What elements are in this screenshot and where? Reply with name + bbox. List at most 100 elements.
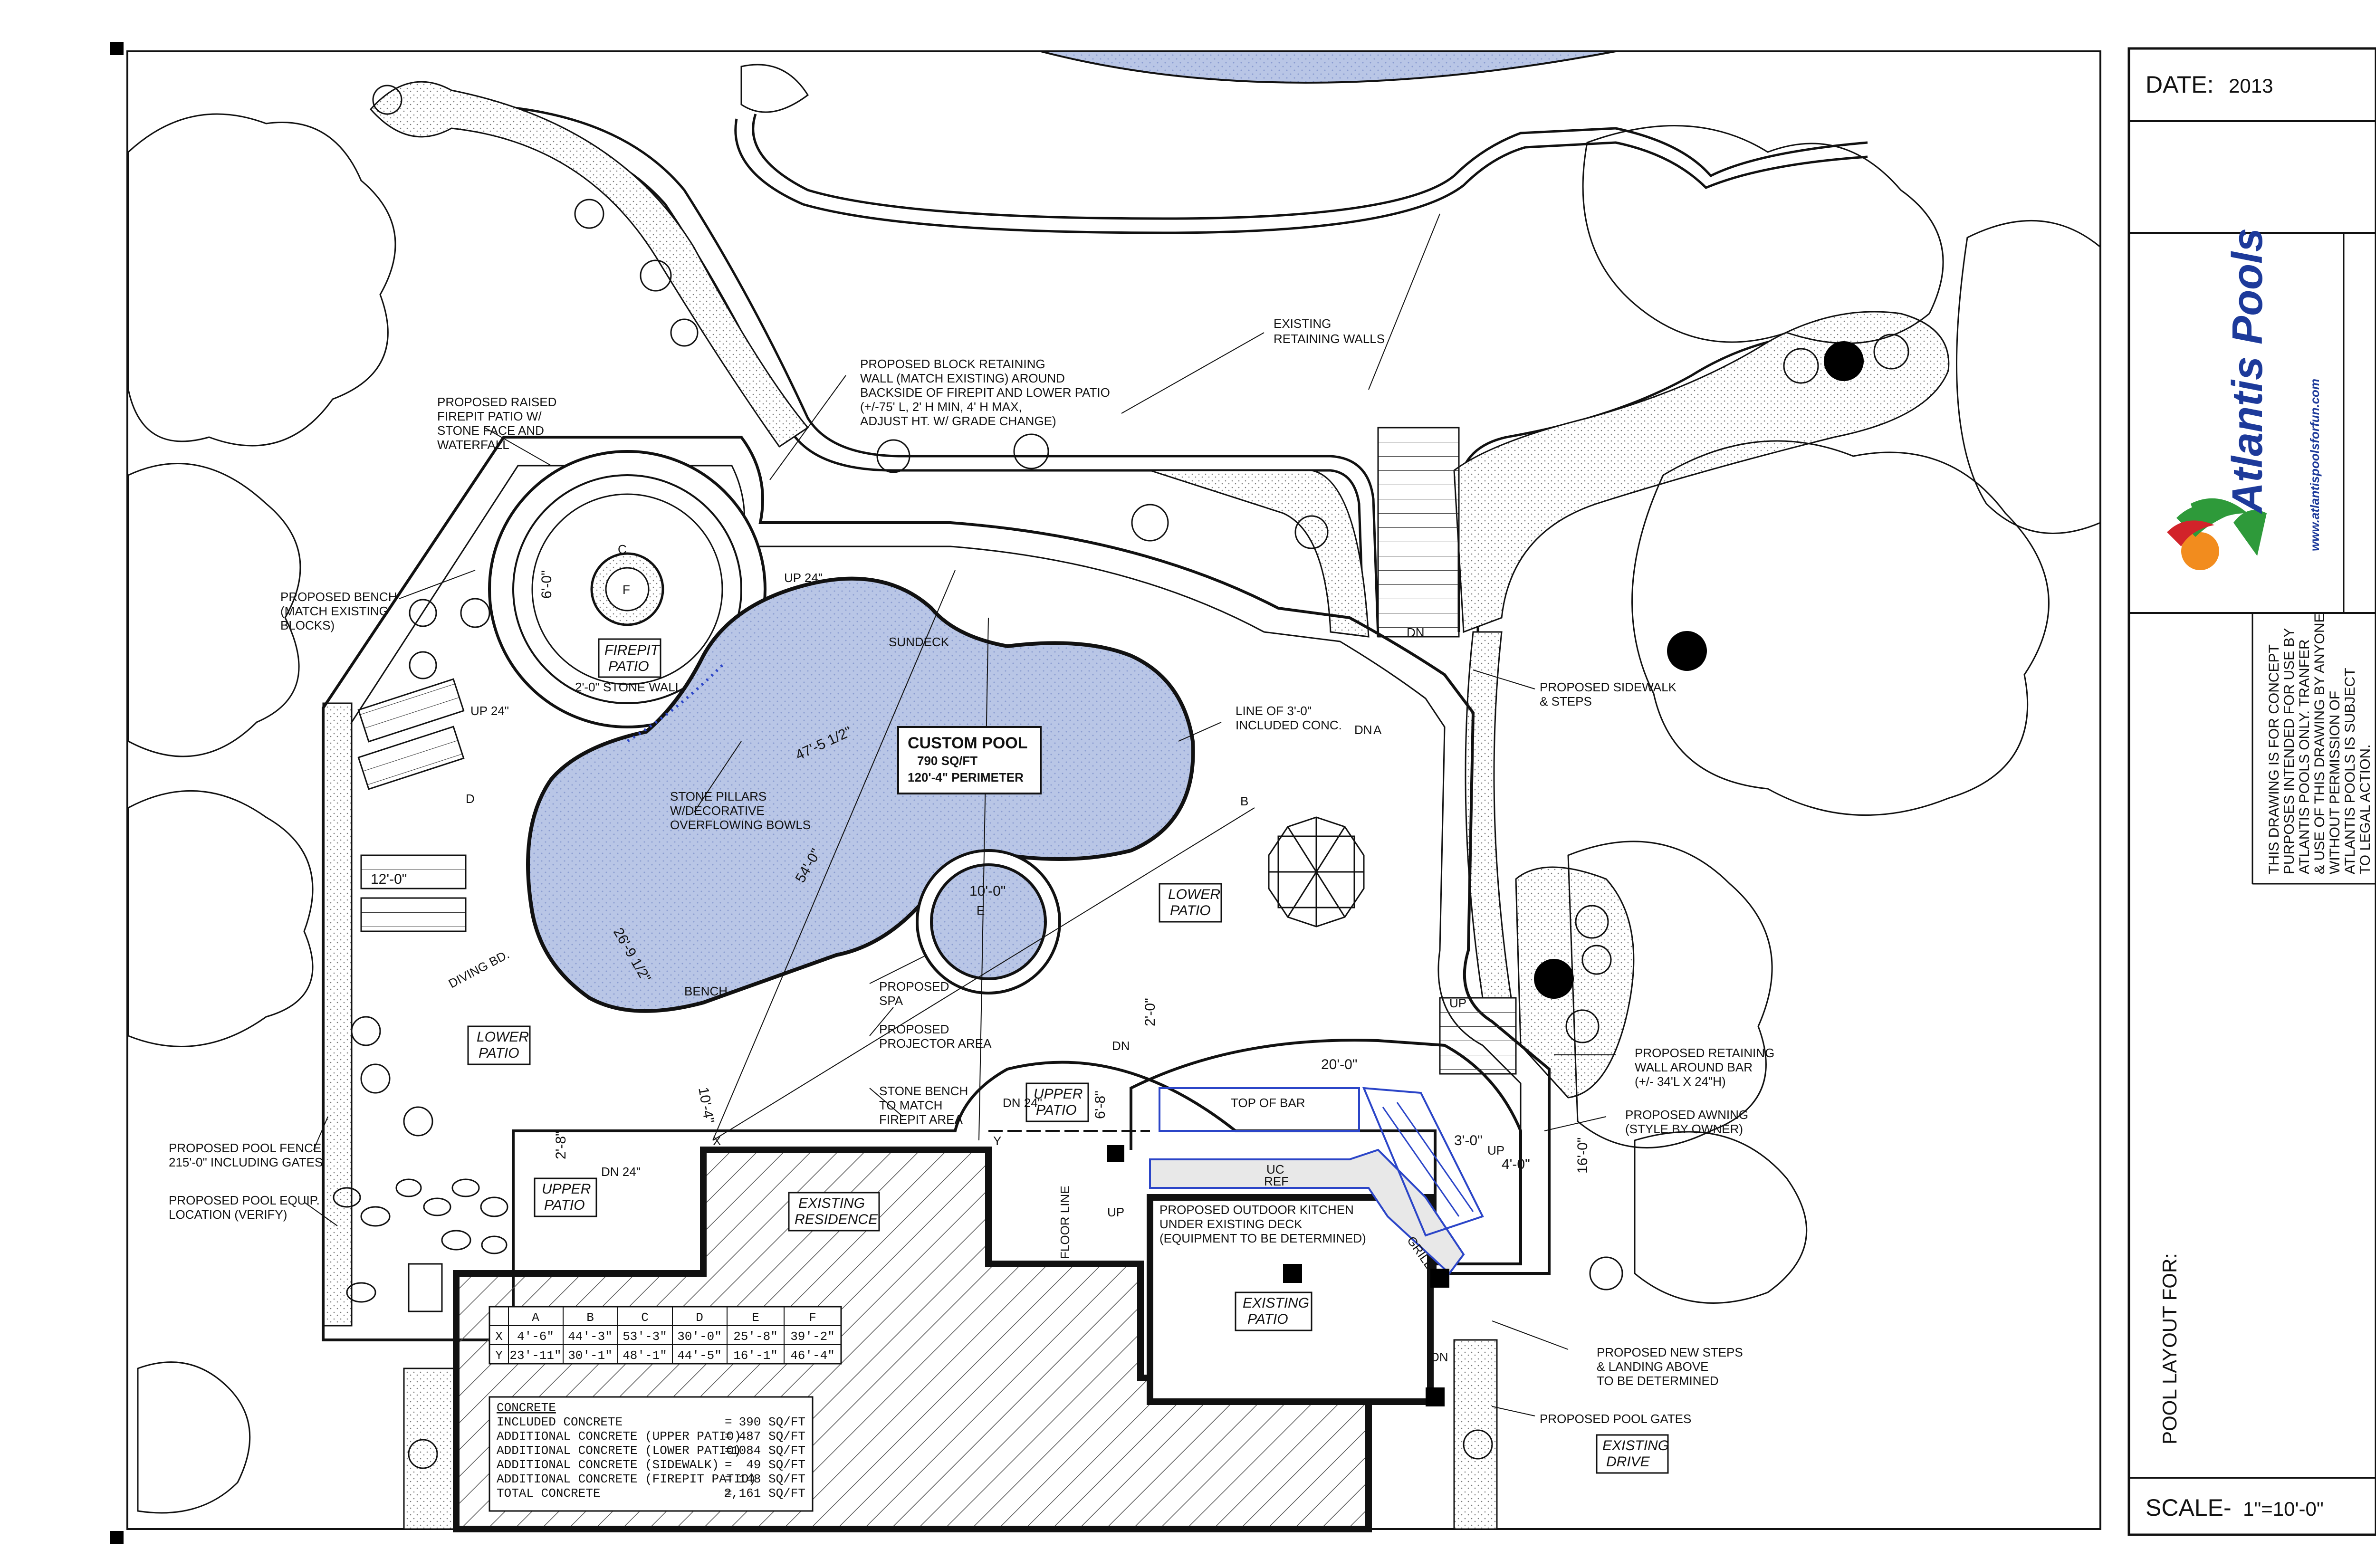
label-dn-a: DN: [1407, 625, 1425, 640]
offsets-cell: Y: [495, 1348, 503, 1363]
point-a: A: [1373, 723, 1382, 737]
svg-text:EXISTING: EXISTING: [1274, 316, 1331, 331]
callout-diving: DIVING BD.: [446, 947, 512, 991]
offsets-cell: X: [495, 1329, 503, 1344]
dim-spa: 10'-0": [969, 883, 1006, 899]
offsets-cell: 25'-8": [733, 1329, 778, 1344]
outdoor-kitchen: [1130, 1039, 1522, 1275]
existing-tree-markers: [1107, 341, 1864, 1406]
svg-text:PROPOSED AWNING: PROPOSED AWNING: [1625, 1108, 1748, 1122]
label-dn-b: DN: [1354, 723, 1372, 737]
svg-text:& STEPS: & STEPS: [1540, 694, 1592, 708]
pool-tanning-ledge: [626, 664, 724, 743]
svg-text:PROPOSED RAISED: PROPOSED RAISED: [437, 395, 556, 409]
label-dn24-a: DN 24": [1003, 1096, 1042, 1110]
title-block: [2127, 47, 2376, 1536]
offsets-cell: 46'-4": [790, 1348, 835, 1363]
label-up24-b: UP 24": [470, 704, 509, 718]
label-dn-c: DN: [1112, 1039, 1130, 1053]
concrete-row-equals: =: [725, 1458, 732, 1472]
svg-text:STONE PILLARS: STONE PILLARS: [670, 789, 766, 803]
callout-kitchen: PROPOSED OUTDOOR KITCHEN UNDER EXISTING …: [1159, 1203, 1366, 1245]
area-upper-patio-mid: UPPER PATIO: [1025, 1082, 1089, 1122]
company-logo: Atlantis Pools www.atlantispoolsforfun.c…: [2167, 228, 2322, 570]
dim-6-8: 6'-8": [1092, 1090, 1108, 1119]
dim-12ft: 12'-0": [371, 871, 407, 887]
offsets-cell: 4'-6": [517, 1329, 554, 1344]
offsets-cell: 53'-3": [623, 1329, 667, 1344]
point-d: D: [466, 792, 475, 806]
svg-text:TO BE DETERMINED: TO BE DETERMINED: [1597, 1374, 1719, 1388]
svg-text:(STYLE BY OWNER): (STYLE BY OWNER): [1625, 1122, 1743, 1136]
concrete-row-equals: =: [725, 1472, 732, 1486]
svg-text:PROJECTOR AREA: PROJECTOR AREA: [879, 1036, 992, 1051]
scale-value: 1"=10'-0": [2243, 1498, 2324, 1520]
concrete-row-label: ADDITIONAL CONCRETE (LOWER PATIO): [497, 1444, 741, 1458]
offsets-cell: 44'-3": [568, 1329, 613, 1344]
svg-text:SPA: SPA: [879, 994, 903, 1008]
svg-text:LOCATION (VERIFY): LOCATION (VERIFY): [169, 1207, 287, 1222]
callout-uc-ref-1: UC: [1266, 1162, 1284, 1176]
label-sundeck: SUNDECK: [889, 635, 949, 649]
svg-text:OVERFLOWING BOWLS: OVERFLOWING BOWLS: [670, 818, 811, 832]
concrete-row-value: 487 SQ/FT: [739, 1429, 805, 1444]
date-value: 2013: [2229, 75, 2273, 97]
area-lower-patio-left: LOWER PATIO: [467, 1025, 531, 1065]
svg-text:PATIO: PATIO: [608, 659, 649, 674]
callout-sidewalk: PROPOSED SIDEWALK & STEPS: [1540, 680, 1677, 708]
callout-block-wall: PROPOSED BLOCK RETAINING WALL (MATCH EXI…: [860, 357, 1110, 428]
spa: [916, 849, 1061, 994]
concrete-row-equals: =: [725, 1444, 732, 1458]
point-e: E: [977, 903, 985, 918]
svg-text:THIS DRAWING IS FOR CONCEPT: THIS DRAWING IS FOR CONCEPT: [2266, 644, 2282, 874]
svg-text:LOWER: LOWER: [1168, 887, 1220, 902]
pool-title: CUSTOM POOL: [908, 734, 1028, 752]
area-lower-patio-right: LOWER PATIO: [1159, 883, 1222, 923]
svg-text:EXISTING: EXISTING: [1243, 1295, 1309, 1311]
svg-text:WALL AROUND BAR: WALL AROUND BAR: [1635, 1060, 1753, 1074]
svg-text:FIREPIT: FIREPIT: [604, 642, 661, 658]
svg-text:PATIO: PATIO: [1036, 1102, 1077, 1118]
callout-fence: PROPOSED POOL FENCE 215'-0" INCLUDING GA…: [169, 1141, 323, 1169]
area-upper-patio-left: UPPER PATIO: [534, 1177, 597, 1217]
svg-text:W/DECORATIVE: W/DECORATIVE: [670, 803, 765, 818]
offsets-cell: 23'-11": [509, 1348, 561, 1363]
corner-marks: [110, 42, 124, 1544]
svg-text:WATERFALL: WATERFALL: [437, 438, 509, 452]
layout-for: POOL LAYOUT FOR:: [2158, 1253, 2181, 1444]
dim-6ft: 6'-0": [539, 570, 555, 599]
deck-stairs: [1377, 427, 1517, 1075]
label-up-b: UP: [1487, 1143, 1504, 1157]
callout-gates: PROPOSED POOL GATES: [1540, 1412, 1691, 1426]
svg-text:LINE OF 3'-0": LINE OF 3'-0": [1236, 704, 1312, 718]
lounge-chairs: [357, 678, 467, 932]
svg-text:STONE FACE AND: STONE FACE AND: [437, 423, 544, 438]
logo-website: www.atlantispoolsforfun.com: [2308, 379, 2322, 551]
svg-text:PROPOSED POOL FENCE: PROPOSED POOL FENCE: [169, 1141, 321, 1155]
area-existing-residence: EXISTING RESIDENCE: [788, 1192, 880, 1232]
svg-text:TO MATCH: TO MATCH: [879, 1098, 942, 1112]
svg-text:(+/- 34'L X 24"H): (+/- 34'L X 24"H): [1635, 1074, 1726, 1089]
svg-text:WITHOUT PERMISSION OF: WITHOUT PERMISSION OF: [2327, 691, 2343, 874]
svg-text:PROPOSED: PROPOSED: [879, 979, 949, 994]
label-dn-d: DN: [1430, 1350, 1448, 1364]
pool-area: 790 SQ/FT: [917, 754, 977, 768]
svg-text:STONE BENCH: STONE BENCH: [879, 1084, 968, 1098]
point-c: C: [618, 542, 627, 556]
stones: [333, 1178, 508, 1312]
svg-text:PROPOSED BLOCK RETAINING: PROPOSED BLOCK RETAINING: [860, 357, 1045, 371]
callout-uc-ref-2: REF: [1264, 1174, 1289, 1188]
label-up-a: UP: [1449, 996, 1466, 1010]
svg-text:EXISTING: EXISTING: [1602, 1438, 1669, 1453]
dim-2ft: 2'-0": [1142, 998, 1158, 1026]
svg-text:PROPOSED SIDEWALK: PROPOSED SIDEWALK: [1540, 680, 1677, 694]
area-existing-patio: EXISTING PATIO: [1235, 1291, 1313, 1331]
concrete-row-value: 1084 SQ/FT: [731, 1444, 805, 1458]
concrete-row-label: TOTAL CONCRETE: [497, 1486, 600, 1501]
svg-text:ADJUST HT. W/ GRADE CHANGE): ADJUST HT. W/ GRADE CHANGE): [860, 414, 1056, 428]
svg-text:(MATCH EXISTING: (MATCH EXISTING: [280, 604, 389, 618]
svg-text:UPPER: UPPER: [1034, 1086, 1083, 1102]
concrete-row-equals: =: [725, 1486, 732, 1501]
